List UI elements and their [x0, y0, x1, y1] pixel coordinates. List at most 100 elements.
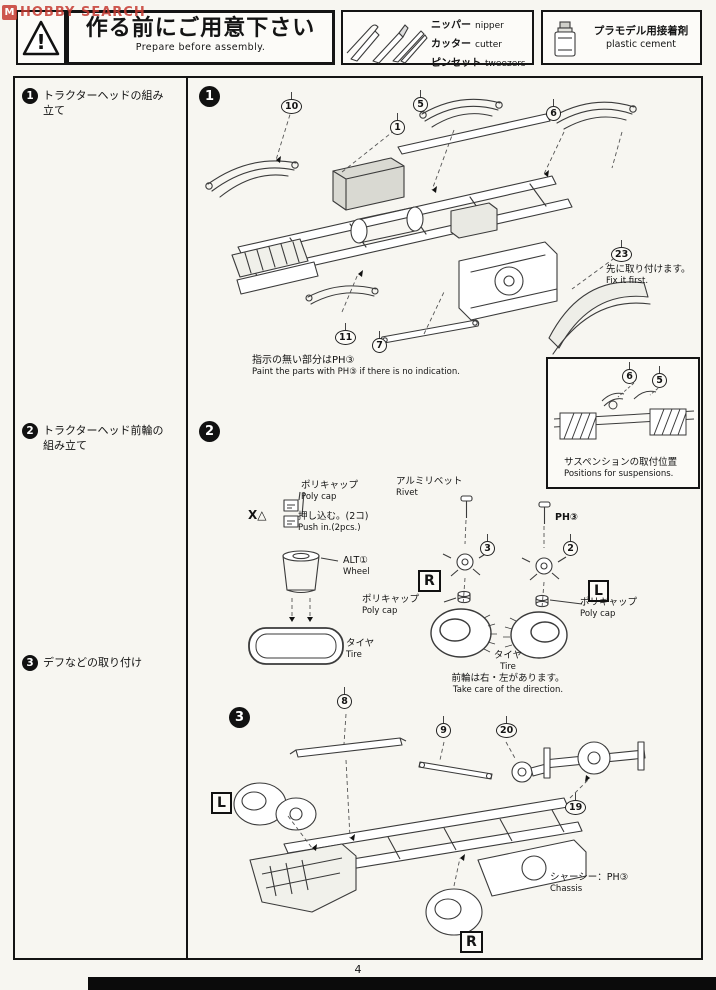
paint-note-jp: 指示の無い部分はPH③ — [252, 355, 355, 366]
warning-exclamation: ! — [36, 30, 45, 54]
tools-icon — [346, 24, 428, 64]
cement-labels: プラモデル用接着剤 plastic cement — [583, 23, 699, 50]
warning-box: ! — [16, 10, 66, 65]
polycap-left-en: Poly cap — [362, 606, 398, 616]
tire-direction-note: タイヤ Tire 前輪は右・左があります。 Take care of the d… — [443, 650, 573, 696]
polycap-left-jp: ポリキャップ — [362, 594, 420, 605]
part-callout-20: 20 — [496, 716, 518, 738]
hobby-search-logo-icon: M — [2, 5, 17, 20]
suspension-position-box: 6 5 サスペンションの取付位置 Positions for suspensio… — [546, 357, 700, 489]
chassis-paint-label: シャーシー：PH③ Chassis — [550, 872, 628, 895]
rivet-en: Rivet — [396, 488, 418, 498]
part-callout-10: 10 — [281, 92, 303, 114]
step-2-badge: 2 — [199, 421, 220, 442]
page-number: 4 — [354, 963, 362, 976]
polycap-top-label: ポリキャップ Poly cap — [301, 480, 358, 503]
cement-box: プラモデル用接着剤 plastic cement — [541, 10, 702, 65]
suspension-caption-en: Positions for suspensions. — [564, 469, 674, 479]
hobby-search-logo-text: HOBBY SEARCH — [20, 5, 146, 20]
suspension-caption-jp: サスペンションの取付位置 — [564, 457, 678, 468]
tool-cutter-en: cutter — [475, 40, 502, 50]
tool-item: ピンセット tweezers — [431, 53, 526, 72]
step-3-badge: 3 — [229, 707, 250, 728]
part-callout-11: 11 — [335, 323, 357, 345]
suspension-caption: サスペンションの取付位置 Positions for suspensions. — [564, 457, 677, 480]
sidebar-step-3-badge: 3 — [22, 655, 38, 671]
wheel-label: ALT① Wheel — [343, 555, 370, 578]
push-in-en: Push in.(2pcs.) — [298, 523, 361, 533]
polycap-right-label: ポリキャップ Poly cap — [580, 597, 637, 620]
part-callout-23: 23 — [611, 240, 633, 262]
tool-nipper-en: nipper — [475, 21, 504, 31]
main-content-frame — [13, 76, 703, 960]
cement-bottle-icon — [554, 21, 576, 57]
wheel-en: Wheel — [343, 567, 370, 577]
step-1-badge: 1 — [199, 86, 220, 107]
warning-triangle-icon: ! — [22, 20, 60, 55]
chassis-jp: シャーシー：PH③ — [550, 872, 629, 883]
tire-note-en: Tire — [500, 662, 516, 672]
part-callout-6: 6 — [546, 99, 561, 121]
part-callout-3: 3 — [480, 534, 495, 556]
paint-note: 指示の無い部分はPH③ Paint the parts with PH③ if … — [252, 354, 460, 378]
page-subtitle: Prepare before assembly. — [135, 42, 266, 53]
susp-callout-6: 6 — [622, 362, 637, 384]
tire-note-jp: タイヤ — [493, 650, 523, 661]
polycap-top-jp: ポリキャップ — [301, 480, 359, 491]
tool-tweezers-en: tweezers — [485, 59, 526, 69]
sidebar-step-2: 2 トラクターヘッド前輪の組み立て — [22, 423, 173, 453]
column-divider — [186, 76, 188, 960]
fix-first-note: 先に取り付けます。 Fix it first. — [606, 264, 691, 287]
rivet-label: アルミリベット Rivet — [396, 476, 462, 499]
cement-en: plastic cement — [606, 39, 676, 50]
part-callout-7: 7 — [372, 331, 387, 353]
section1-exploded-diagram — [205, 98, 651, 355]
polycap-right-en: Poly cap — [580, 609, 616, 619]
section3-exploded-diagram — [233, 713, 646, 936]
cement-jp: プラモデル用接着剤 — [593, 25, 689, 37]
rivet-jp: アルミリベット — [396, 476, 463, 487]
sidebar-step-3: 3 デフなどの取り付け — [22, 655, 173, 671]
tool-tweezers-jp: ピンセット — [431, 58, 481, 69]
part-callout-19: 19 — [565, 793, 587, 815]
prepare-title-box: 作る前にご用意下さい Prepare before assembly. — [66, 10, 335, 65]
bottom-scan-bar — [88, 977, 716, 990]
page-title: 作る前にご用意下さい — [85, 16, 316, 41]
wheel-code: ALT① — [343, 555, 368, 566]
section2-diagram — [248, 491, 583, 665]
polycap-top-en: Poly cap — [301, 492, 337, 502]
left-mark-front-wheel: L — [588, 580, 609, 602]
chassis-en: Chassis — [550, 884, 583, 894]
tire-left-jp: タイヤ — [346, 638, 375, 649]
right-mark-chassis: R — [460, 931, 483, 953]
tire-direction-en: Take care of the direction. — [452, 685, 564, 695]
right-mark-front-wheel: R — [418, 570, 441, 592]
part-callout-2: 2 — [563, 534, 578, 556]
susp-callout-5: 5 — [652, 366, 667, 388]
part-callout-8: 8 — [337, 687, 352, 709]
polycap-left-label: ポリキャップ Poly cap — [362, 594, 419, 617]
part-callout-1: 1 — [390, 113, 405, 135]
push-in-jp: 押し込む。(2コ) — [298, 511, 369, 522]
sidebar-step-1-label: トラクターヘッドの組み立て — [43, 89, 164, 117]
sidebar-step-2-label: トラクターヘッド前輪の組み立て — [43, 424, 164, 452]
sidebar-step-1: 1 トラクターヘッドの組み立て — [22, 88, 173, 118]
polycap-right-jp: ポリキャップ — [580, 597, 638, 608]
paint-note-en: Paint the parts with PH③ if there is no … — [252, 367, 460, 377]
fix-first-en: Fix it first. — [606, 276, 649, 286]
hobby-search-watermark: M HOBBY SEARCH — [2, 5, 146, 20]
sidebar-step-1-badge: 1 — [22, 88, 38, 104]
fix-first-jp: 先に取り付けます。 — [606, 264, 691, 275]
sidebar-step-2-badge: 2 — [22, 423, 38, 439]
tire-left-label: タイヤ Tire — [346, 638, 374, 661]
part-callout-5: 5 — [413, 90, 428, 112]
tire-left-en: Tire — [346, 650, 362, 660]
no-cement-mark: X△ — [248, 508, 267, 522]
part-callout-9: 9 — [436, 716, 451, 738]
sidebar-step-3-label: デフなどの取り付け — [43, 656, 142, 669]
paint-code-marker: PH③ — [555, 512, 578, 523]
